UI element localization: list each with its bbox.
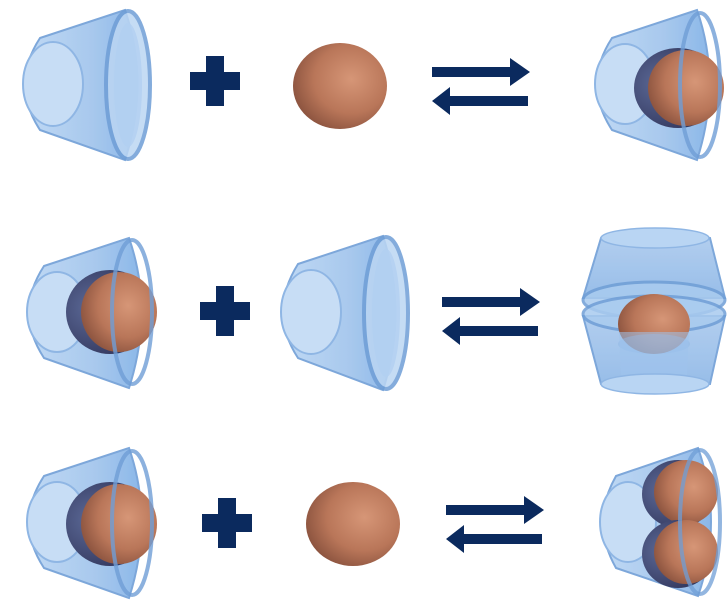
- plus-icon: [200, 286, 250, 336]
- plus-icon: [202, 498, 252, 548]
- cavitand-host-icon: [280, 234, 410, 392]
- ternary-complex-1-2-icon: [599, 446, 722, 598]
- guest-sphere-icon: [306, 482, 400, 566]
- host-guest-complex-1-1-icon: [594, 8, 724, 162]
- capsule-complex-2-1-icon: [581, 227, 727, 395]
- host-guest-complex-1-1-icon: [26, 236, 157, 390]
- equilibrium-arrows-icon: [442, 288, 540, 345]
- equilibrium-arrows-icon: [432, 58, 530, 115]
- cavitand-host-icon: [22, 8, 152, 162]
- guest-sphere-icon: [293, 43, 387, 129]
- plus-icon: [190, 56, 240, 106]
- equilibrium-arrows-icon: [446, 496, 544, 553]
- host-guest-complex-1-1-icon: [26, 446, 157, 600]
